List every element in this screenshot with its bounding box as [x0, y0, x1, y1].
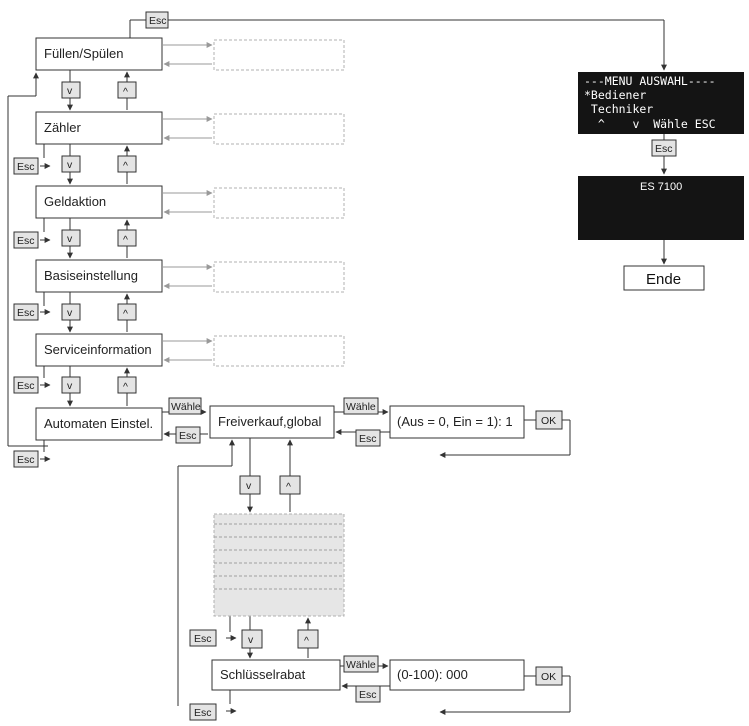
submenu-item-freiverkauf[interactable]: Freiverkauf,global [209, 405, 335, 439]
up-key[interactable]: ^ [297, 629, 319, 649]
svg-text:*Bediener: *Bediener [584, 88, 646, 102]
svg-text:Ende: Ende [646, 271, 681, 288]
svg-text:v: v [67, 307, 73, 319]
svg-text:OK: OK [541, 415, 556, 427]
svg-text:Techniker: Techniker [584, 102, 653, 116]
up-key[interactable]: ^ [117, 155, 137, 173]
esc-key[interactable]: Esc [651, 139, 677, 157]
esc-key[interactable]: Esc [13, 157, 39, 175]
svg-text:Freiverkauf,global: Freiverkauf,global [218, 414, 321, 429]
display-model: ES 7100 [578, 176, 744, 240]
svg-text:Esc: Esc [17, 454, 35, 466]
esc-key[interactable]: Esc [13, 231, 39, 249]
svg-text:(Aus = 0, Ein = 1): 1: (Aus = 0, Ein = 1): 1 [397, 414, 513, 429]
ok-key[interactable]: OK [535, 410, 563, 430]
up-key[interactable]: ^ [117, 376, 137, 394]
esc-key[interactable]: Esc [13, 450, 39, 468]
svg-text:v: v [67, 85, 73, 97]
down-key[interactable]: v [241, 629, 263, 649]
menu-item-label: Geldaktion [44, 194, 106, 209]
esc-key[interactable]: Esc [13, 303, 39, 321]
menu-item-label: Füllen/Spülen [44, 46, 124, 61]
value-box-freiverkauf[interactable]: (Aus = 0, Ein = 1): 1 [389, 405, 525, 439]
svg-text:v: v [67, 233, 73, 245]
esc-key[interactable]: Esc [189, 703, 217, 721]
svg-text:(0-100): 000: (0-100): 000 [397, 667, 468, 682]
svg-text:^: ^ [286, 481, 291, 493]
svg-text:^: ^ [123, 234, 128, 246]
menu-item-label: Zähler [44, 120, 82, 135]
down-key[interactable]: v [61, 376, 81, 394]
up-key[interactable]: ^ [117, 303, 137, 321]
esc-key[interactable]: Esc [13, 376, 39, 394]
svg-text:Esc: Esc [194, 633, 212, 645]
svg-text:ES 7100: ES 7100 [640, 181, 682, 193]
menu-item-geldaktion[interactable]: Geldaktion [35, 185, 163, 219]
up-key[interactable]: ^ [279, 475, 301, 495]
svg-text:Esc: Esc [17, 235, 35, 247]
up-key[interactable]: ^ [117, 229, 137, 247]
down-key[interactable]: v [239, 475, 261, 495]
down-key[interactable]: v [61, 229, 81, 247]
esc-key[interactable]: Esc [175, 426, 201, 444]
svg-text:Wähle: Wähle [346, 659, 376, 671]
esc-key[interactable]: Esc [355, 685, 381, 703]
menu-item-zaehler[interactable]: Zähler [35, 111, 163, 145]
svg-text:v: v [67, 380, 73, 392]
esc-key[interactable]: Esc [189, 629, 217, 647]
svg-text:Esc: Esc [194, 707, 212, 719]
svg-text:Esc: Esc [179, 430, 197, 442]
display-menu-selection: ---MENU AUSWAHL---- *Bediener Techniker … [578, 72, 744, 134]
svg-text:Esc: Esc [17, 161, 35, 173]
svg-text:^: ^ [304, 635, 309, 647]
end-box: Ende [623, 265, 705, 291]
svg-text:Esc: Esc [359, 433, 377, 445]
esc-key[interactable]: Esc [355, 429, 381, 447]
svg-text:Esc: Esc [359, 689, 377, 701]
select-key[interactable]: Wähle [168, 397, 202, 415]
svg-text:Wähle: Wähle [346, 401, 376, 413]
svg-text:^: ^ [123, 308, 128, 320]
svg-text:Esc: Esc [17, 380, 35, 392]
main-menu-column [7, 19, 667, 447]
svg-text:v: v [246, 480, 252, 492]
svg-text:^: ^ [123, 381, 128, 393]
down-key[interactable]: v [61, 81, 81, 99]
value-box-schluesselrabat[interactable]: (0-100): 000 [389, 659, 525, 691]
svg-text:^: ^ [123, 160, 128, 172]
svg-text:---MENU AUSWAHL----: ---MENU AUSWAHL---- [584, 74, 716, 88]
svg-text:v: v [248, 634, 254, 646]
svg-text:OK: OK [541, 671, 556, 683]
submenu-item-schluesselrabat[interactable]: Schlüsselrabat [211, 659, 341, 691]
menu-item-basiseinstellung[interactable]: Basiseinstellung [35, 259, 163, 293]
esc-key-top[interactable]: Esc [145, 11, 169, 29]
svg-text:^: ^ [123, 86, 128, 98]
svg-text:Wähle: Wähle [171, 401, 201, 413]
select-key[interactable]: Wähle [343, 397, 379, 415]
placeholder-submenus [162, 39, 345, 367]
menu-item-label: Basiseinstellung [44, 268, 138, 283]
submenu-items-block [213, 513, 345, 617]
ok-key[interactable]: OK [535, 666, 563, 686]
menu-item-fuellen[interactable]: Füllen/Spülen [35, 37, 163, 71]
svg-text:v: v [67, 159, 73, 171]
select-key[interactable]: Wähle [343, 655, 379, 673]
svg-text:Esc: Esc [655, 143, 673, 155]
down-key[interactable]: v [61, 303, 81, 321]
svg-text:Esc: Esc [17, 307, 35, 319]
menu-item-automaten-einstel[interactable]: Automaten Einstel. [35, 407, 163, 441]
down-key[interactable]: v [61, 155, 81, 173]
svg-text:Schlüsselrabat: Schlüsselrabat [220, 667, 306, 682]
svg-text:^ v Wähle ESC: ^ v Wähle ESC [584, 117, 716, 131]
up-key[interactable]: ^ [117, 81, 137, 99]
menu-item-label: Automaten Einstel. [44, 416, 153, 431]
menu-item-label: Serviceinformation [44, 342, 152, 357]
svg-text:Esc: Esc [149, 15, 167, 27]
menu-item-serviceinformation[interactable]: Serviceinformation [35, 333, 163, 367]
